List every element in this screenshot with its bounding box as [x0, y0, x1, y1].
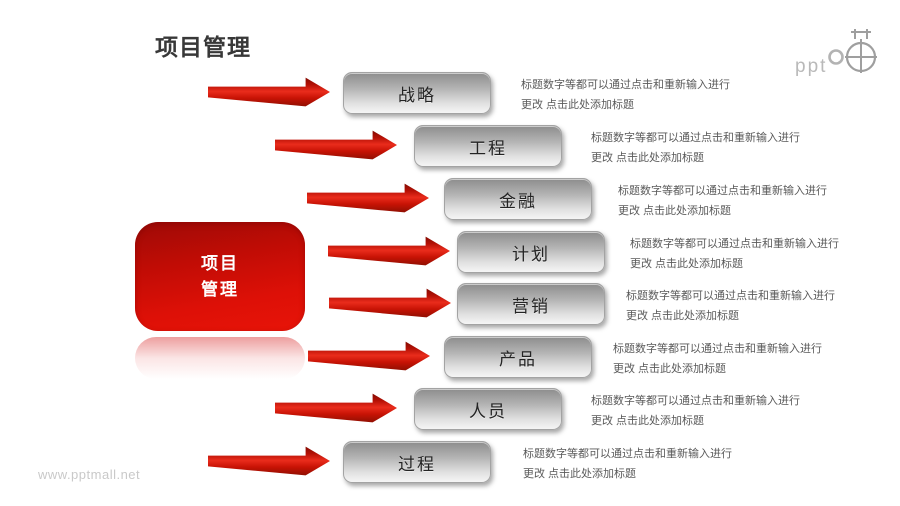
category-box[interactable]: 产品	[444, 336, 592, 378]
page-title: 项目管理	[155, 34, 251, 60]
placeholder-line: 更改 点击此处添加标题	[521, 99, 635, 111]
watermark: www.pptmall.net	[38, 467, 141, 482]
placeholder-line: 更改 点击此处添加标题	[626, 310, 740, 322]
placeholder-line: 更改 点击此处添加标题	[591, 415, 705, 427]
pptmall-logo: ppt	[795, 26, 883, 79]
placeholder-line: 标题数字等都可以通过点击和重新输入进行	[521, 79, 730, 91]
placeholder-line: 更改 点击此处添加标题	[613, 363, 727, 375]
category-box[interactable]: 过程	[343, 441, 491, 483]
arrow-right-icon	[208, 77, 330, 107]
center-topic-reflection	[135, 337, 305, 379]
placeholder-line: 标题数字等都可以通过点击和重新输入进行	[618, 185, 827, 197]
arrow-right-icon	[307, 183, 429, 213]
placeholder-text[interactable]: 标题数字等都可以通过点击和重新输入进行 更改 点击此处添加标题	[523, 444, 732, 484]
arrow-right-icon	[208, 446, 330, 476]
category-box[interactable]: 战略	[343, 72, 491, 114]
category-box[interactable]: 营销	[457, 283, 605, 325]
placeholder-text[interactable]: 标题数字等都可以通过点击和重新输入进行 更改 点击此处添加标题	[521, 75, 730, 115]
placeholder-text[interactable]: 标题数字等都可以通过点击和重新输入进行 更改 点击此处添加标题	[630, 234, 839, 274]
placeholder-line: 更改 点击此处添加标题	[523, 468, 637, 480]
placeholder-text[interactable]: 标题数字等都可以通过点击和重新输入进行 更改 点击此处添加标题	[618, 181, 827, 221]
arrow-right-icon	[275, 393, 397, 423]
placeholder-line: 标题数字等都可以通过点击和重新输入进行	[626, 290, 835, 302]
placeholder-line: 标题数字等都可以通过点击和重新输入进行	[630, 238, 839, 250]
placeholder-text[interactable]: 标题数字等都可以通过点击和重新输入进行 更改 点击此处添加标题	[626, 286, 835, 326]
center-topic-box[interactable]: 项目 管理	[135, 222, 305, 331]
arrow-right-icon	[329, 288, 451, 318]
arrow-right-icon	[275, 130, 397, 160]
placeholder-text[interactable]: 标题数字等都可以通过点击和重新输入进行 更改 点击此处添加标题	[591, 128, 800, 168]
placeholder-line: 标题数字等都可以通过点击和重新输入进行	[591, 132, 800, 144]
placeholder-line: 更改 点击此处添加标题	[630, 258, 744, 270]
category-box[interactable]: 计划	[457, 231, 605, 273]
arrow-right-icon	[308, 341, 430, 371]
center-topic-line: 管理	[201, 279, 239, 299]
placeholder-line: 标题数字等都可以通过点击和重新输入进行	[591, 395, 800, 407]
category-box[interactable]: 人员	[414, 388, 562, 430]
arrow-right-icon	[328, 236, 450, 266]
bomb-crosshair-icon	[827, 26, 883, 79]
category-box[interactable]: 工程	[414, 125, 562, 167]
placeholder-line: 更改 点击此处添加标题	[618, 205, 732, 217]
placeholder-line: 更改 点击此处添加标题	[591, 152, 705, 164]
category-box[interactable]: 金融	[444, 178, 592, 220]
placeholder-text[interactable]: 标题数字等都可以通过点击和重新输入进行 更改 点击此处添加标题	[613, 339, 822, 379]
logo-text: ppt	[795, 56, 828, 77]
placeholder-line: 标题数字等都可以通过点击和重新输入进行	[523, 448, 732, 460]
placeholder-line: 标题数字等都可以通过点击和重新输入进行	[613, 343, 822, 355]
center-topic-line: 项目	[201, 253, 239, 273]
placeholder-text[interactable]: 标题数字等都可以通过点击和重新输入进行 更改 点击此处添加标题	[591, 391, 800, 431]
